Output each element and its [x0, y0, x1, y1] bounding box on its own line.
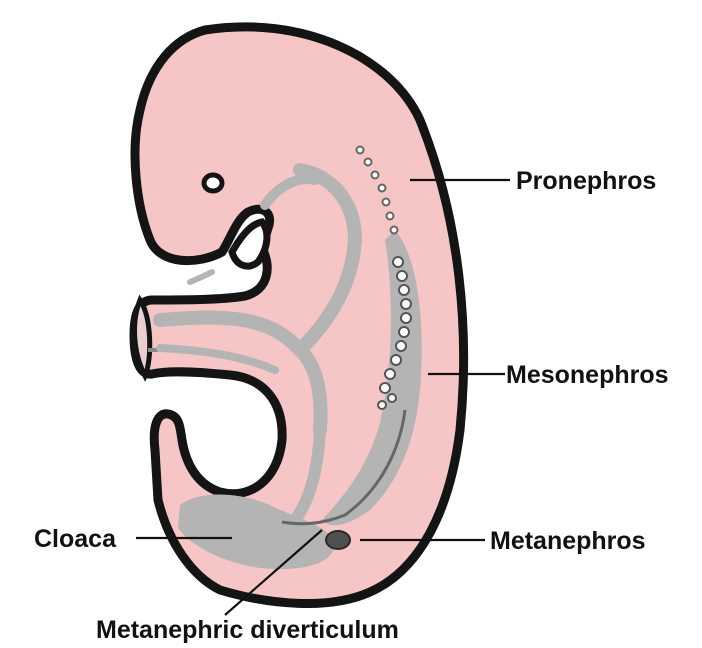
label-cloaca: Cloaca [34, 525, 117, 553]
label-pronephros: Pronephros [516, 167, 656, 195]
eye-icon [204, 175, 222, 191]
label-metanephric-diverticulum: Metanephric diverticulum [96, 616, 399, 644]
label-mesonephros: Mesonephros [506, 361, 669, 389]
metanephros-bud [326, 531, 350, 549]
label-metanephros: Metanephros [490, 527, 646, 555]
